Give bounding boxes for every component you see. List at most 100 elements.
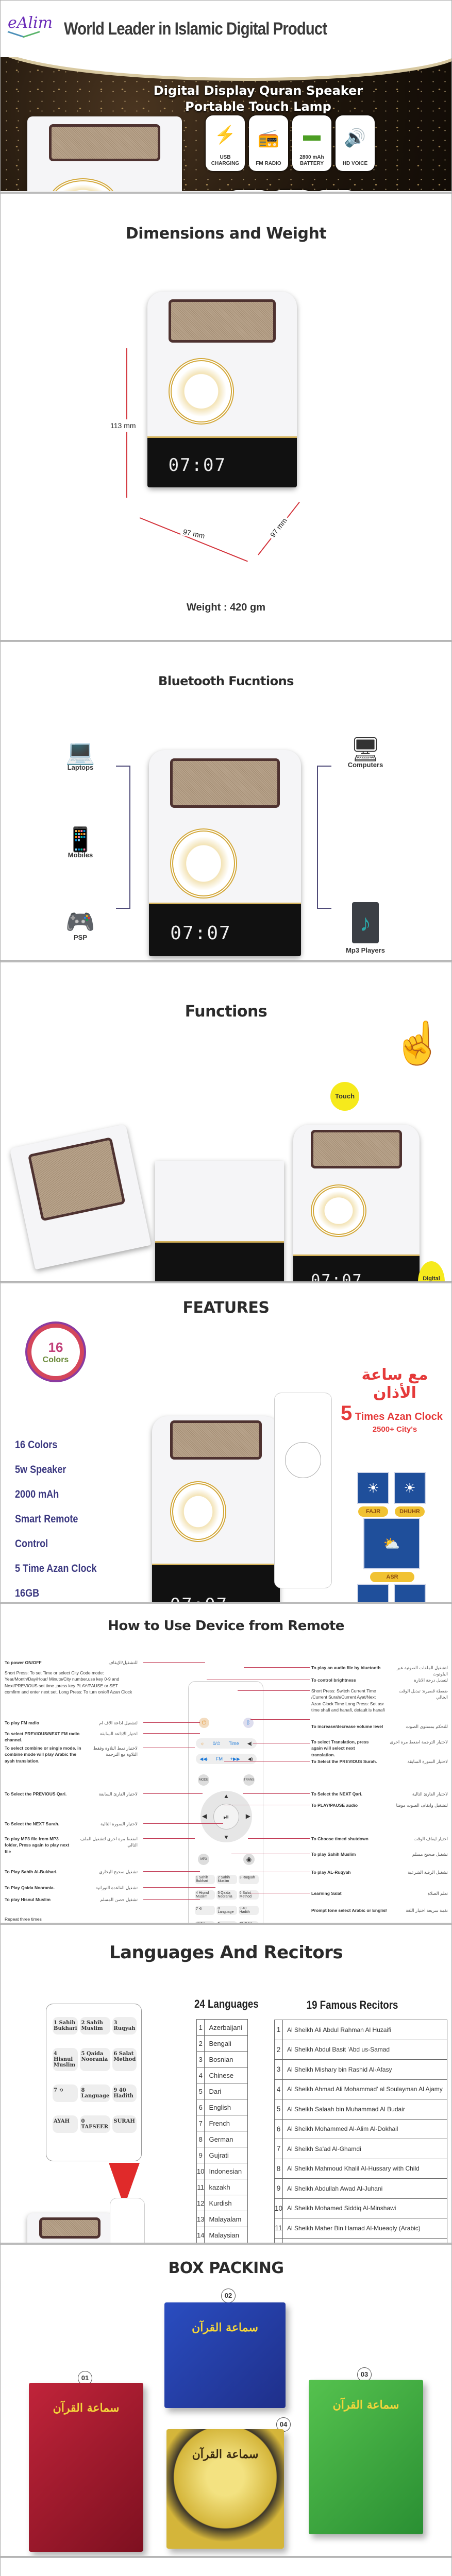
sd-card-badge: ▮MICRO SD CARD SLOT [273, 190, 312, 191]
lamp-base [293, 1254, 420, 1281]
hero-title-line1: Digital Display Quran Speaker [153, 83, 363, 98]
hero-banner: eAlim World Leader in Islamic Digital Pr… [0, 0, 452, 192]
battery-charging-icon: ⚡ [214, 125, 237, 145]
recitor-name: Al Sheikh Mahmoud Khalil Al-Hussary with… [282, 2158, 447, 2179]
instr-qaida: To Play Qaida Noorania. [5, 1885, 55, 1890]
hero-title: Digital Display Quran Speaker Portable T… [104, 83, 413, 115]
width-label: 97 mm [180, 527, 208, 541]
lamp-base [152, 1563, 280, 1602]
psp-icon: 🎮 [65, 908, 95, 935]
box-packing-section: BOX PACKING 02 سماعة القرآن 01 سماعة الق… [0, 2243, 452, 2556]
feature-item: 5 Time Azan Clock [15, 1563, 97, 1574]
brand-tagline: World Leader in Islamic Digital Product [64, 19, 327, 39]
speaker-grille [170, 758, 280, 808]
fm-key-row: ◀◀-FM+▶▶◀) [196, 1754, 257, 1764]
recitor-index: 6 [274, 2119, 283, 2139]
box-01-red: سماعة القرآن [29, 2383, 143, 2552]
language-name: Azerbaijani [204, 2019, 248, 2036]
azan-text: Times Azan Clock [355, 1411, 443, 1422]
box-number-02: 02 [221, 2289, 236, 2303]
instr-translation: To select Translation, press again will … [311, 1739, 369, 1757]
device-laptops: 💻 Laptops [52, 740, 109, 771]
recitor-name: Al Sheikh Ahmad Ali Mohammad' al Soulaym… [282, 2079, 447, 2099]
instr-power: To power ON/OFF [5, 1660, 42, 1665]
recitor-name: Al Sheikh Ali Abdul Rahman Al Huzaifi [282, 2020, 447, 2040]
features-section: FEATURES 16 Colors 16 Colors 5w Speaker … [0, 1282, 452, 1602]
down-arrow-icon: ▼ [223, 1834, 229, 1841]
key-0: 0 TAFSEER [80, 2115, 111, 2133]
lamp-base [147, 436, 297, 487]
languages-product-image: 07:07 [27, 2213, 112, 2243]
mp3-key: MP3 [198, 1854, 209, 1865]
feature-list: 16 Colors 5w Speaker 2000 mAh Smart Remo… [15, 1433, 97, 1602]
width-arrow [139, 517, 248, 562]
product-lamp-image: 07:07 [27, 116, 182, 191]
lamp-base [155, 1241, 284, 1281]
logo-text: eAlim [8, 14, 53, 32]
crescent-moon-icon: ☾ [404, 1602, 415, 1603]
recitor-row: 12Al Sheikh Abu Bakr Al-Shatri [274, 2238, 447, 2243]
recitor-name: Al Sheikh Maher Bin Hamad Al-Mueaqly (Ar… [282, 2218, 447, 2239]
mp3-player-icon: ♪ [352, 902, 379, 943]
speaker-grille [311, 1130, 402, 1168]
key-9: 9 40 Hadith [112, 2084, 137, 2102]
instr-repeat: Repeat three times [5, 1916, 87, 1923]
finger-touch-icon: ☝ [392, 1020, 444, 1066]
remote-icon: ▭ [327, 190, 344, 191]
badge-number: 16 [48, 1339, 63, 1355]
radio-icon: 📻 [257, 128, 280, 148]
ealim-logo: eAlim [8, 15, 53, 42]
key-2: 2 Sahih Muslim [80, 2017, 111, 2035]
badge-text: Colors [42, 1355, 69, 1364]
device-mobiles: 📱 Mobiles [52, 827, 109, 859]
isha-prayer-card: ☾ [394, 1584, 426, 1602]
touch-lamp-image: 07:07 [293, 1125, 420, 1281]
mode-key: MODE [198, 1774, 209, 1786]
smart-remote-badge: ▭Smart Remote Controller [316, 190, 355, 191]
key-5: 5 Qaida Noorania [80, 2048, 111, 2071]
weight-label: Weight : 420 gm [187, 602, 265, 613]
language-index: 10 [196, 2163, 205, 2179]
feature-item: Control [15, 1538, 48, 1550]
language-name: Gujrati [204, 2147, 248, 2163]
instr-salat: Learning Salat [311, 1891, 342, 1896]
speaker-icon: 🔊 [344, 128, 366, 148]
speaker-grille [168, 299, 276, 343]
recitor-name: Al Sheikh Abdullah Awad Al-Juhani [282, 2178, 447, 2199]
maghrib-prayer-card: ☾ [357, 1584, 389, 1602]
instr-volume: To increase/decrease volume level [311, 1724, 383, 1729]
height-label: 113 mm [110, 419, 136, 432]
recitor-index: 7 [274, 2139, 283, 2159]
hd-voice-badge: 🔊HD VOICE [336, 115, 375, 171]
hero-title-line2: Portable Touch Lamp [185, 99, 331, 114]
feature-item: Smart Remote [15, 1513, 78, 1525]
speaker-grille [49, 124, 160, 161]
language-index: 12 [196, 2195, 205, 2211]
instr-mode: To select combine or single mode. in com… [5, 1745, 81, 1764]
recitor-index: 9 [274, 2178, 283, 2199]
key-3: 3 Ruqyah [112, 2017, 137, 2035]
functions-section: Functions 07:07 ☝ Touch Digital Lcd Big … [0, 961, 452, 1282]
left-arrow-icon: ◀ [202, 1812, 207, 1820]
sunrise-icon: ☀ [367, 1480, 379, 1496]
language-name: French [204, 2115, 248, 2131]
instr-set-time: Short Press: To set Time or select City … [5, 1670, 132, 1694]
feature-icons-row1: ⚡USB CHARGING 📻FM RADIO ▬2800 mAh BATTER… [206, 115, 375, 171]
instr-sahih-muslim: To play Sahih Muslim [311, 1852, 356, 1857]
dhuhr-prayer-card: ☀ [394, 1472, 426, 1504]
instr-brightness: To control brightness [311, 1677, 356, 1683]
asr-prayer-card: ⛅ [363, 1518, 420, 1569]
box-03-green: سماعة القرآن [309, 2380, 423, 2534]
recitor-index: 8 [274, 2158, 283, 2179]
recitor-index: 12 [274, 2238, 283, 2243]
key-ayah: AYAH [53, 2115, 78, 2133]
features-azan-promo: مع ساعة الأذان 5 Times Azan Clock 2500+ … [341, 1366, 449, 1434]
box-packing-title: BOX PACKING [168, 2259, 284, 2277]
